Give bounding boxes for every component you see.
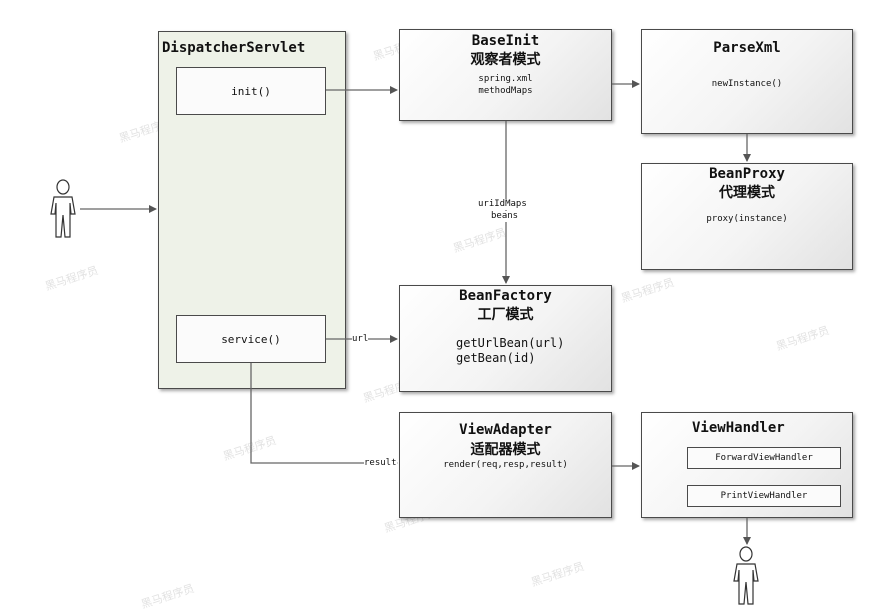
edge-label-result: result xyxy=(364,458,397,469)
viewadapter-line: render(req,resp,result) xyxy=(443,460,568,470)
service-method-box: service() xyxy=(176,315,326,363)
beanproxy-line: proxy(instance) xyxy=(706,214,788,224)
dispatcher-servlet-box: DispatcherServlet init() service() xyxy=(158,31,346,389)
viewadapter-box: ViewAdapter 适配器模式 render(req,resp,result… xyxy=(399,412,612,518)
beanfactory-pattern: 工厂模式 xyxy=(477,307,534,323)
beanfactory-box: BeanFactory 工厂模式 getUrlBean(url) getBean… xyxy=(399,285,612,392)
edge-service-to-viewadapter xyxy=(250,363,398,467)
forward-view-handler: ForwardViewHandler xyxy=(687,447,841,469)
viewhandler-box: ViewHandler ForwardViewHandler PrintView… xyxy=(641,412,853,518)
beanproxy-pattern: 代理模式 xyxy=(719,185,775,201)
parsexml-title: ParseXml xyxy=(713,40,781,56)
parsexml-box: ParseXml newInstance() xyxy=(641,29,853,134)
beanfactory-line: getBean(id) xyxy=(456,351,536,365)
user-icon xyxy=(50,179,76,238)
baseinit-line: methodMaps xyxy=(478,86,533,96)
viewadapter-pattern: 适配器模式 xyxy=(470,442,541,458)
dispatcher-servlet-title: DispatcherServlet xyxy=(162,40,306,56)
init-method-box: init() xyxy=(176,67,326,115)
baseinit-line: spring.xml xyxy=(478,74,533,84)
baseinit-title: BaseInit xyxy=(471,33,540,49)
print-view-handler: PrintViewHandler xyxy=(687,485,841,507)
baseinit-pattern: 观察者模式 xyxy=(470,52,541,68)
beanfactory-line: getUrlBean(url) xyxy=(456,336,565,350)
viewhandler-title: ViewHandler xyxy=(692,420,785,436)
user-icon xyxy=(733,546,759,605)
beanfactory-title: BeanFactory xyxy=(459,288,552,304)
viewadapter-title: ViewAdapter xyxy=(459,422,552,438)
baseinit-box: BaseInit 观察者模式 spring.xml methodMaps xyxy=(399,29,612,121)
edge-label-uriidmaps: uriIdMaps xyxy=(478,199,527,210)
edge-label-url: url xyxy=(352,334,369,345)
parsexml-line: newInstance() xyxy=(711,79,783,89)
beanproxy-box: BeanProxy 代理模式 proxy(instance) xyxy=(641,163,853,270)
edge-label-beans: beans xyxy=(491,211,519,222)
beanproxy-title: BeanProxy xyxy=(709,166,785,182)
